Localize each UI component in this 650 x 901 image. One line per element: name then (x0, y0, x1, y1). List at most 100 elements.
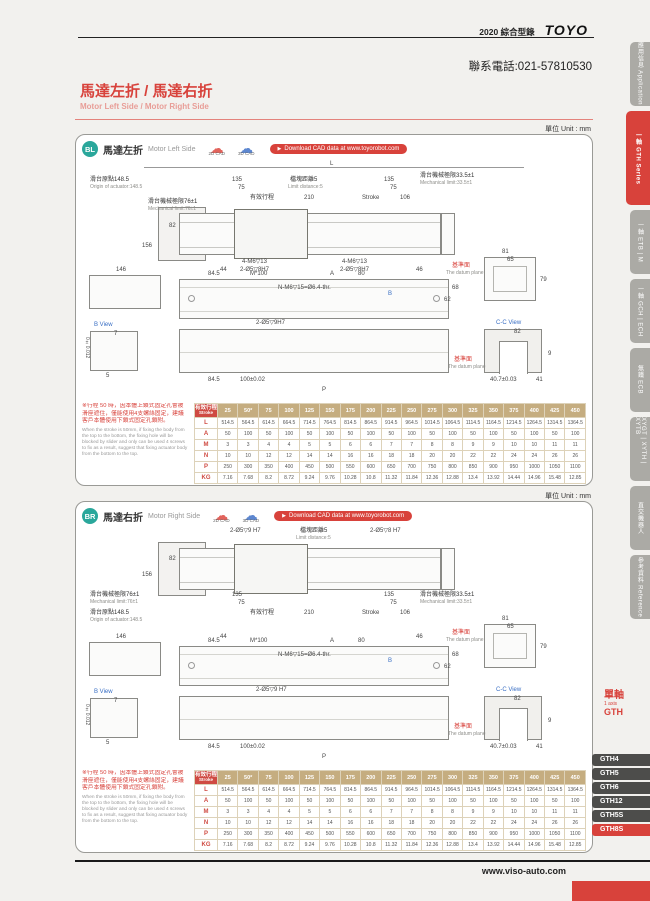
dim-label: 79 (540, 277, 547, 283)
table-cell: 950 (503, 828, 525, 840)
table-cell: 7.68 (237, 839, 259, 851)
cc-section-view (484, 696, 542, 741)
sidebar-tab[interactable]: 一軸 GTH Series (626, 111, 650, 205)
slider-carriage (234, 544, 308, 594)
table-cell: 6 (360, 806, 382, 818)
table-cell: 50 (216, 795, 239, 807)
model-tab[interactable]: GTH5 (592, 767, 650, 780)
dim-label: 82 (514, 696, 521, 702)
table-cell: 1164.5 (482, 784, 505, 796)
model-tab[interactable]: GTH8S (592, 823, 650, 836)
stroke-note: ※行程 50 時，因本體上鎖式固定孔會被滑座遮住，僅能使用4支螺絲固定，建議客戶… (82, 770, 188, 848)
dim-label: Mechanical limit:76±1 (148, 206, 197, 212)
note-en: When the stroke is 50mm, if fixing the b… (82, 427, 188, 457)
dim-label: 75 (390, 600, 397, 606)
sidebar-tab[interactable]: 直交機器人 (630, 486, 650, 550)
cad-2d-download-icon[interactable]: ☁ 2D CAD (208, 140, 225, 157)
sidebar-tab[interactable]: 無鐵 ECB (630, 348, 650, 412)
model-tab[interactable]: GTH12 (592, 795, 650, 808)
table-cell: 12 (278, 817, 300, 829)
table-cell: 1214.5 (503, 417, 525, 429)
table-cell: 864.5 (360, 417, 382, 429)
end-view (484, 624, 536, 668)
dim-label: 4-M6▽13 (242, 259, 267, 265)
table-cell: 24 (523, 450, 546, 462)
table-cell: 100 (482, 795, 505, 807)
sidebar-tab[interactable]: 一軸 ETB | M (630, 210, 650, 274)
table-cell: 950 (503, 461, 525, 473)
dim-label: P (322, 387, 327, 393)
dim-label: 檔塊距離5 (290, 177, 318, 183)
sidebar-tab[interactable]: 參考資料 Reference (630, 555, 650, 619)
note-zh: ※行程 50 時，因本體上鎖式固定孔會被滑座遮住，僅能使用4支螺絲固定，建議客戶… (82, 770, 184, 792)
table-cell: 14 (319, 817, 341, 829)
table-cell: 11 (543, 439, 566, 451)
table-cell: 1264.5 (523, 417, 546, 429)
table-cell: 614.5 (257, 417, 280, 429)
table-cell: 14.44 (503, 472, 525, 484)
table-cell: 11.84 (400, 472, 423, 484)
table-cell: 14.96 (523, 472, 546, 484)
download-cad-link[interactable]: ▶ Download CAD data at www.toyorobot.com (269, 144, 408, 154)
download-cad-link[interactable]: ▶ Download CAD data at www.toyorobot.com (274, 511, 413, 521)
table-cell: 18 (380, 450, 402, 462)
dim-label: 81 (502, 249, 509, 255)
table-cell: 4 (278, 806, 300, 818)
table-cell: 20 (441, 817, 464, 829)
table-cell: 400 (278, 461, 300, 473)
table-cell: 15.48 (543, 472, 566, 484)
table-cell: 6 (339, 806, 362, 818)
table-cell: 14.96 (523, 839, 546, 851)
model-tab[interactable]: GTH6 (592, 781, 650, 794)
table-cell: 814.5 (339, 784, 362, 796)
dim-label: 80 (358, 638, 365, 644)
dim-label: 156 (142, 243, 153, 249)
model-tab[interactable]: GTH4 (592, 753, 650, 766)
table-cell: 18 (400, 817, 423, 829)
table-cell: 350 (257, 828, 280, 840)
dim-label: A (330, 638, 335, 644)
dim-label: The datum plane (446, 637, 484, 643)
dim-label: 84.5 (208, 638, 220, 644)
table-cell: 914.5 (380, 784, 402, 796)
dim-label: 2-Ø5▽9 H7 (256, 687, 287, 693)
cad-3d-download-icon[interactable]: ☁ 3D CAD (237, 140, 255, 157)
sidebar-tab[interactable]: XYGT | XYTH | XYTB (630, 417, 650, 481)
table-cell: 24 (503, 450, 525, 462)
bottom-plan-view (179, 329, 449, 373)
dim-label: M*100 (250, 271, 268, 277)
stroke-column-header: 125 (298, 770, 321, 785)
stroke-column-header: 175 (339, 770, 362, 785)
dim-label: 滑台機械極限76±1 (90, 592, 140, 598)
sidebar-tab[interactable]: 應用信息 Application (630, 42, 650, 106)
table-cell: 9 (482, 439, 505, 451)
table-cell: 514.5 (216, 417, 239, 429)
table-cell: 850 (462, 461, 484, 473)
table-cell: 50 (543, 795, 566, 807)
stroke-column-header: 325 (462, 403, 484, 418)
panel-title-en: Motor Left Side (148, 145, 196, 153)
model-tab[interactable]: GTH5S (592, 809, 650, 822)
table-cell: 50 (380, 795, 402, 807)
dim-label: P (322, 754, 327, 760)
end-cap (441, 548, 455, 590)
table-cell: 1214.5 (503, 784, 525, 796)
table-cell: 11 (564, 439, 586, 451)
cad-2d-download-icon[interactable]: ☁ 2D CAD (213, 507, 230, 524)
dim-label: 146 (116, 267, 127, 273)
note-en: When the stroke is 50mm, if fixing the b… (82, 794, 188, 824)
table-cell: 600 (360, 828, 382, 840)
dim-label: 有效行程 (250, 195, 275, 201)
cad-3d-download-icon[interactable]: ☁ 3D CAD (242, 507, 260, 524)
dim-label: 46 (416, 634, 423, 640)
dim-label: 80 (358, 271, 365, 277)
dim-label: 82 (169, 223, 176, 229)
table-cell: 300 (237, 461, 259, 473)
table-cell: 6 (360, 439, 382, 451)
dim-label: 基準面 (454, 357, 473, 363)
sidebar-tab[interactable]: 一軸 GCH | ECH (630, 279, 650, 343)
table-cell: 100 (400, 428, 423, 440)
